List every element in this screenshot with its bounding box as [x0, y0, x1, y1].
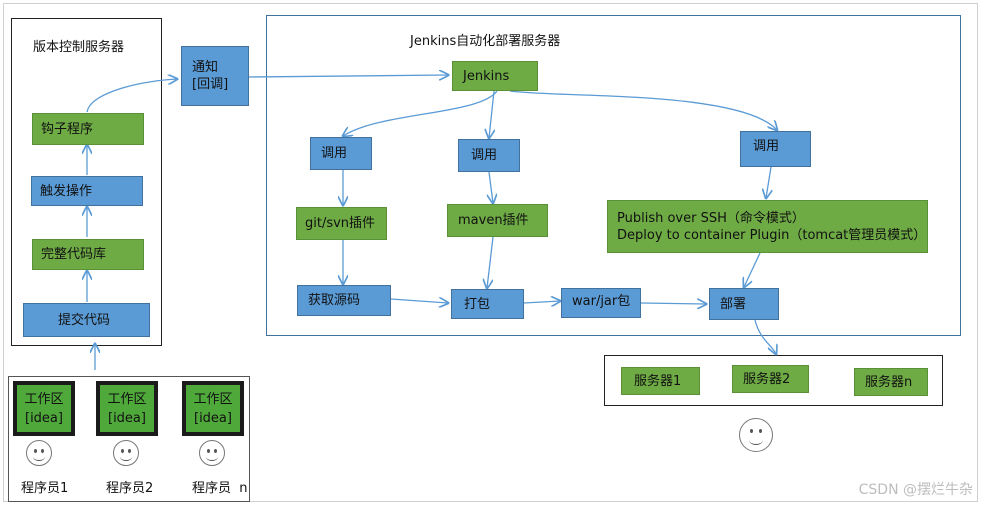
war-jar-node: war/jar包	[561, 288, 641, 318]
developer-n-smiley-icon	[199, 440, 225, 466]
developer-n-workspace: 工作区 [idea]	[182, 381, 244, 436]
notify-callback-node: 通知 [回调]	[181, 46, 249, 106]
idea-label: [idea]	[108, 410, 146, 426]
idea-label: [idea]	[194, 410, 232, 426]
commit-code-label: 提交代码	[58, 312, 111, 328]
server-smiley-icon	[739, 418, 773, 452]
deploy-node: 部署	[709, 288, 779, 320]
vcs-server-frame	[11, 18, 162, 346]
git-svn-plugin-node: git/svn插件	[296, 207, 387, 240]
arrow-war-to-deploy	[640, 303, 706, 304]
arrow-jenkins-to-call3	[509, 90, 777, 130]
fetch-source-node: 获取源码	[297, 285, 391, 316]
publish-over-ssh-label: Publish over SSH（命令模式）	[617, 210, 805, 226]
workspace-label: 工作区	[107, 391, 147, 407]
server-1-node: 服务器1	[621, 367, 700, 395]
call-node-maven: 调用	[458, 139, 520, 172]
arrow-fetch-to-package	[390, 299, 448, 303]
arrow-jenkins-to-call2	[489, 90, 494, 138]
arrow-package-to-war	[523, 301, 560, 303]
arrow-call2-to-maven	[489, 171, 493, 203]
developers-frame	[8, 376, 250, 502]
callback-label: [回调]	[192, 77, 229, 92]
package-node: 打包	[451, 289, 524, 319]
call-node-publish: 调用	[740, 131, 811, 167]
arrow-jenkins-to-call1	[343, 90, 498, 136]
workspace-label: 工作区	[24, 391, 64, 407]
call-node-git: 调用	[310, 137, 372, 170]
publish-plugins-node: Publish over SSH（命令模式） Deploy to contain…	[607, 200, 928, 253]
server-n-node: 服务器n	[854, 368, 928, 396]
arrow-publish-to-deploy	[744, 252, 761, 287]
arrow-notify-to-jenkins	[248, 75, 448, 77]
developer-1-workspace: 工作区 [idea]	[13, 381, 75, 436]
hook-program-node: 钩子程序	[32, 113, 144, 145]
jenkins-server-frame	[266, 15, 961, 336]
csdn-watermark: CSDN @摆烂牛杂	[858, 482, 973, 498]
jenkins-node: Jenkins	[452, 61, 538, 91]
vcs-server-title: 版本控制服务器	[33, 40, 125, 55]
workspace-label: 工作区	[193, 391, 233, 407]
developer-2-name: 程序员2	[106, 481, 154, 496]
code-repo-node: 完整代码库	[32, 239, 144, 270]
idea-label: [idea]	[25, 410, 63, 426]
developer-1-smiley-icon	[26, 440, 52, 466]
deploy-to-container-label: Deploy to container Plugin（tomcat管理员模式）	[617, 227, 927, 243]
notify-label: 通知	[192, 60, 219, 75]
arrow-maven-to-package	[487, 236, 494, 288]
diagram-border	[3, 3, 978, 502]
developer-1-name: 程序员1	[21, 481, 69, 496]
developer-2-workspace: 工作区 [idea]	[96, 381, 158, 436]
server-2-node: 服务器2	[732, 365, 809, 393]
arrow-deploy-to-servers	[754, 319, 776, 354]
arrow-hook-to-notify	[86, 79, 177, 113]
jenkins-server-title: Jenkins自动化部署服务器	[410, 34, 561, 49]
developer-2-smiley-icon	[113, 440, 139, 466]
maven-plugin-node: maven插件	[447, 204, 548, 237]
commit-code-node: 提交代码	[23, 303, 150, 337]
trigger-node: 触发操作	[31, 176, 143, 206]
developer-n-name: 程序员 n	[192, 481, 248, 496]
arrow-call3-to-publish	[766, 166, 771, 198]
